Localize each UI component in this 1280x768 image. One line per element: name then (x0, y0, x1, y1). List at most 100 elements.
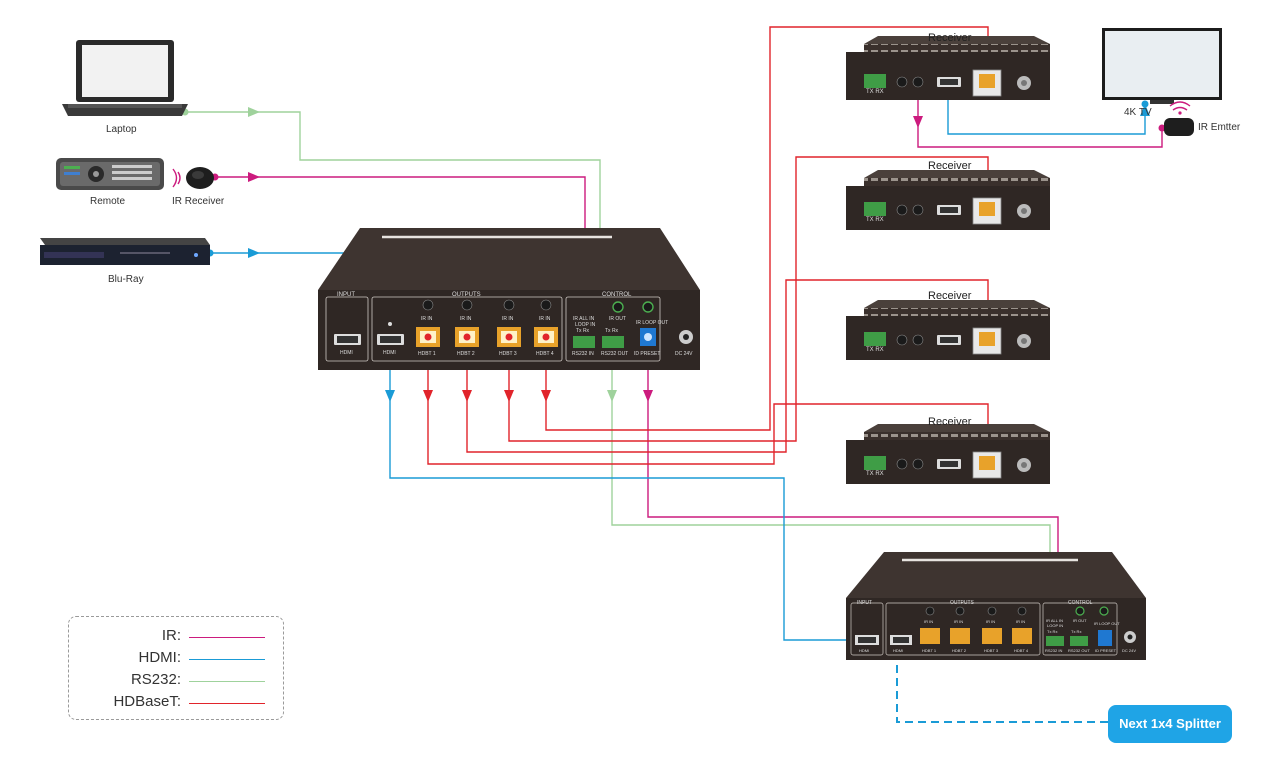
legend-item-hdbaset: HDBaseT: (69, 693, 265, 713)
legend-label-hdmi: HDMI: (138, 649, 182, 666)
main-hdmi-in-label: HDMI (340, 350, 353, 356)
hdbt-cable-3 (508, 156, 989, 442)
main-hdmi-out-label: HDMI (383, 350, 396, 356)
ir-emitter-icon (1164, 101, 1194, 136)
second-ir-out: IR OUT (1073, 618, 1087, 623)
main-txrx-1: Tx Rx (576, 328, 590, 334)
arrow-hdbt-3 (504, 390, 514, 402)
second-splitter (846, 552, 1146, 660)
legend-item-hdmi: HDMI: (69, 649, 265, 669)
laptop-label: Laptop (106, 124, 137, 135)
hdmi-cable-next (896, 652, 1108, 723)
second-hdbt-4: HDBT 4 (1014, 648, 1029, 653)
main-txrx-2: Tx Rx (605, 328, 619, 334)
bluray-icon (40, 238, 210, 265)
main-hdbt-3: HDBT 3 (499, 351, 517, 357)
legend-line-ir (189, 637, 265, 638)
second-hdmi-in-label: HDMI (859, 648, 870, 653)
second-ir-loop-out: IR LOOP OUT (1094, 621, 1120, 626)
second-hdbt-1: HDBT 1 (922, 648, 937, 653)
main-rs232-out: RS232 OUT (601, 351, 629, 357)
second-hdbt-2: HDBT 2 (952, 648, 967, 653)
legend-label-hdbaset: HDBaseT: (113, 693, 181, 710)
legend-label-rs232: RS232: (130, 671, 181, 688)
remote-label: Remote (90, 196, 126, 207)
legend: IR: HDMI: RS232: HDBaseT: (68, 616, 284, 720)
arrow-hdmi-bluray (248, 248, 260, 258)
second-ir-in-4: IR IN (1016, 619, 1026, 624)
receiver-1-txrx: TX RX (866, 89, 884, 95)
second-id-preset: ID PRESET (1095, 648, 1117, 653)
legend-line-hdbaset (189, 703, 265, 704)
bluray-label: Blu-Ray (108, 274, 144, 285)
legend-item-ir: IR: (69, 627, 265, 647)
second-rs232-out: RS232 OUT (1068, 648, 1090, 653)
second-rs232-in: RS232 IN (1045, 648, 1063, 653)
tv-icon (1102, 28, 1222, 104)
arrow-hdbt-2 (462, 390, 472, 402)
next-splitter-box: Next 1x4 Splitter (1108, 705, 1232, 743)
receiver-3-txrx: TX RX (866, 347, 884, 353)
main-ir-in-4: IR IN (539, 316, 551, 322)
main-hdbt-1: HDBT 1 (418, 351, 436, 357)
second-hdmi-out-label: HDMI (893, 648, 904, 653)
main-rs232-in: RS232 IN (572, 351, 594, 357)
receiver-2-txrx: TX RX (866, 217, 884, 223)
main-ir-in-3: IR IN (502, 316, 514, 322)
hdmi-cable-tv (947, 86, 1146, 135)
second-dc: DC 24V (1122, 648, 1137, 653)
hdbt-cable-2 (466, 279, 989, 453)
second-outputs-label: OUTPUTS (950, 600, 974, 606)
second-ir-all-in: IR ALL IN (1046, 618, 1063, 623)
arrow-hdbt-1 (423, 390, 433, 402)
second-hdbt-3: HDBT 3 (984, 648, 999, 653)
legend-line-hdmi (189, 659, 265, 660)
main-ir-in-1: IR IN (421, 316, 433, 322)
hdmi-cable-link (389, 352, 865, 641)
legend-item-rs232: RS232: (69, 671, 265, 691)
main-control-label: CONTROL (602, 292, 632, 298)
remote-icon (56, 158, 164, 190)
ir-receiver-label: IR Receiver (172, 196, 225, 207)
tv-label: 4K TV (1124, 107, 1152, 118)
second-loop-in: LOOP IN (1047, 623, 1064, 628)
receiver-1 (846, 36, 1050, 100)
main-hdbt-4: HDBT 4 (536, 351, 554, 357)
arrow-ir-rcv1 (913, 116, 923, 128)
receiver-1-title: Receiver (928, 32, 972, 44)
cable-arrows (248, 104, 1150, 402)
laptop-icon (62, 40, 188, 116)
arrow-hdbt-4 (541, 390, 551, 402)
ir-emitter-label: IR Emtter (1198, 122, 1241, 133)
main-input-label: INPUT (337, 292, 355, 298)
second-ir-in-2: IR IN (954, 619, 964, 624)
receiver-2-title: Receiver (928, 160, 972, 172)
second-control-label: CONTROL (1068, 600, 1093, 606)
receiver-3-title: Receiver (928, 290, 972, 302)
receiver-4-title: Receiver (928, 416, 972, 428)
ir-receiver-icon (172, 167, 214, 189)
main-outputs-label: OUTPUTS (452, 292, 481, 298)
arrow-ir-out (643, 390, 653, 402)
main-ir-all-in: IR ALL IN (573, 316, 595, 322)
second-input-label: INPUT (857, 600, 872, 606)
second-txrx-1: Tx Rx (1047, 629, 1058, 634)
arrow-ir-receiver (248, 172, 260, 182)
arrow-rs232-out (607, 390, 617, 402)
second-ir-in-1: IR IN (924, 619, 934, 624)
hdbt-cable-1 (427, 345, 989, 465)
main-dc: DC 24V (675, 351, 693, 357)
arrow-hdmi-out (385, 390, 395, 402)
main-ir-out: IR OUT (609, 316, 626, 322)
main-splitter (318, 228, 700, 370)
receiver-4-txrx: TX RX (866, 471, 884, 477)
main-loop-in: LOOP IN (575, 322, 596, 328)
arrow-rs232-laptop (248, 107, 260, 117)
rs232-cable-laptop (185, 111, 601, 345)
main-id-preset: ID PRESET (634, 351, 661, 357)
main-hdbt-2: HDBT 2 (457, 351, 475, 357)
legend-label-ir: IR: (161, 627, 181, 644)
second-ir-in-3: IR IN (986, 619, 996, 624)
